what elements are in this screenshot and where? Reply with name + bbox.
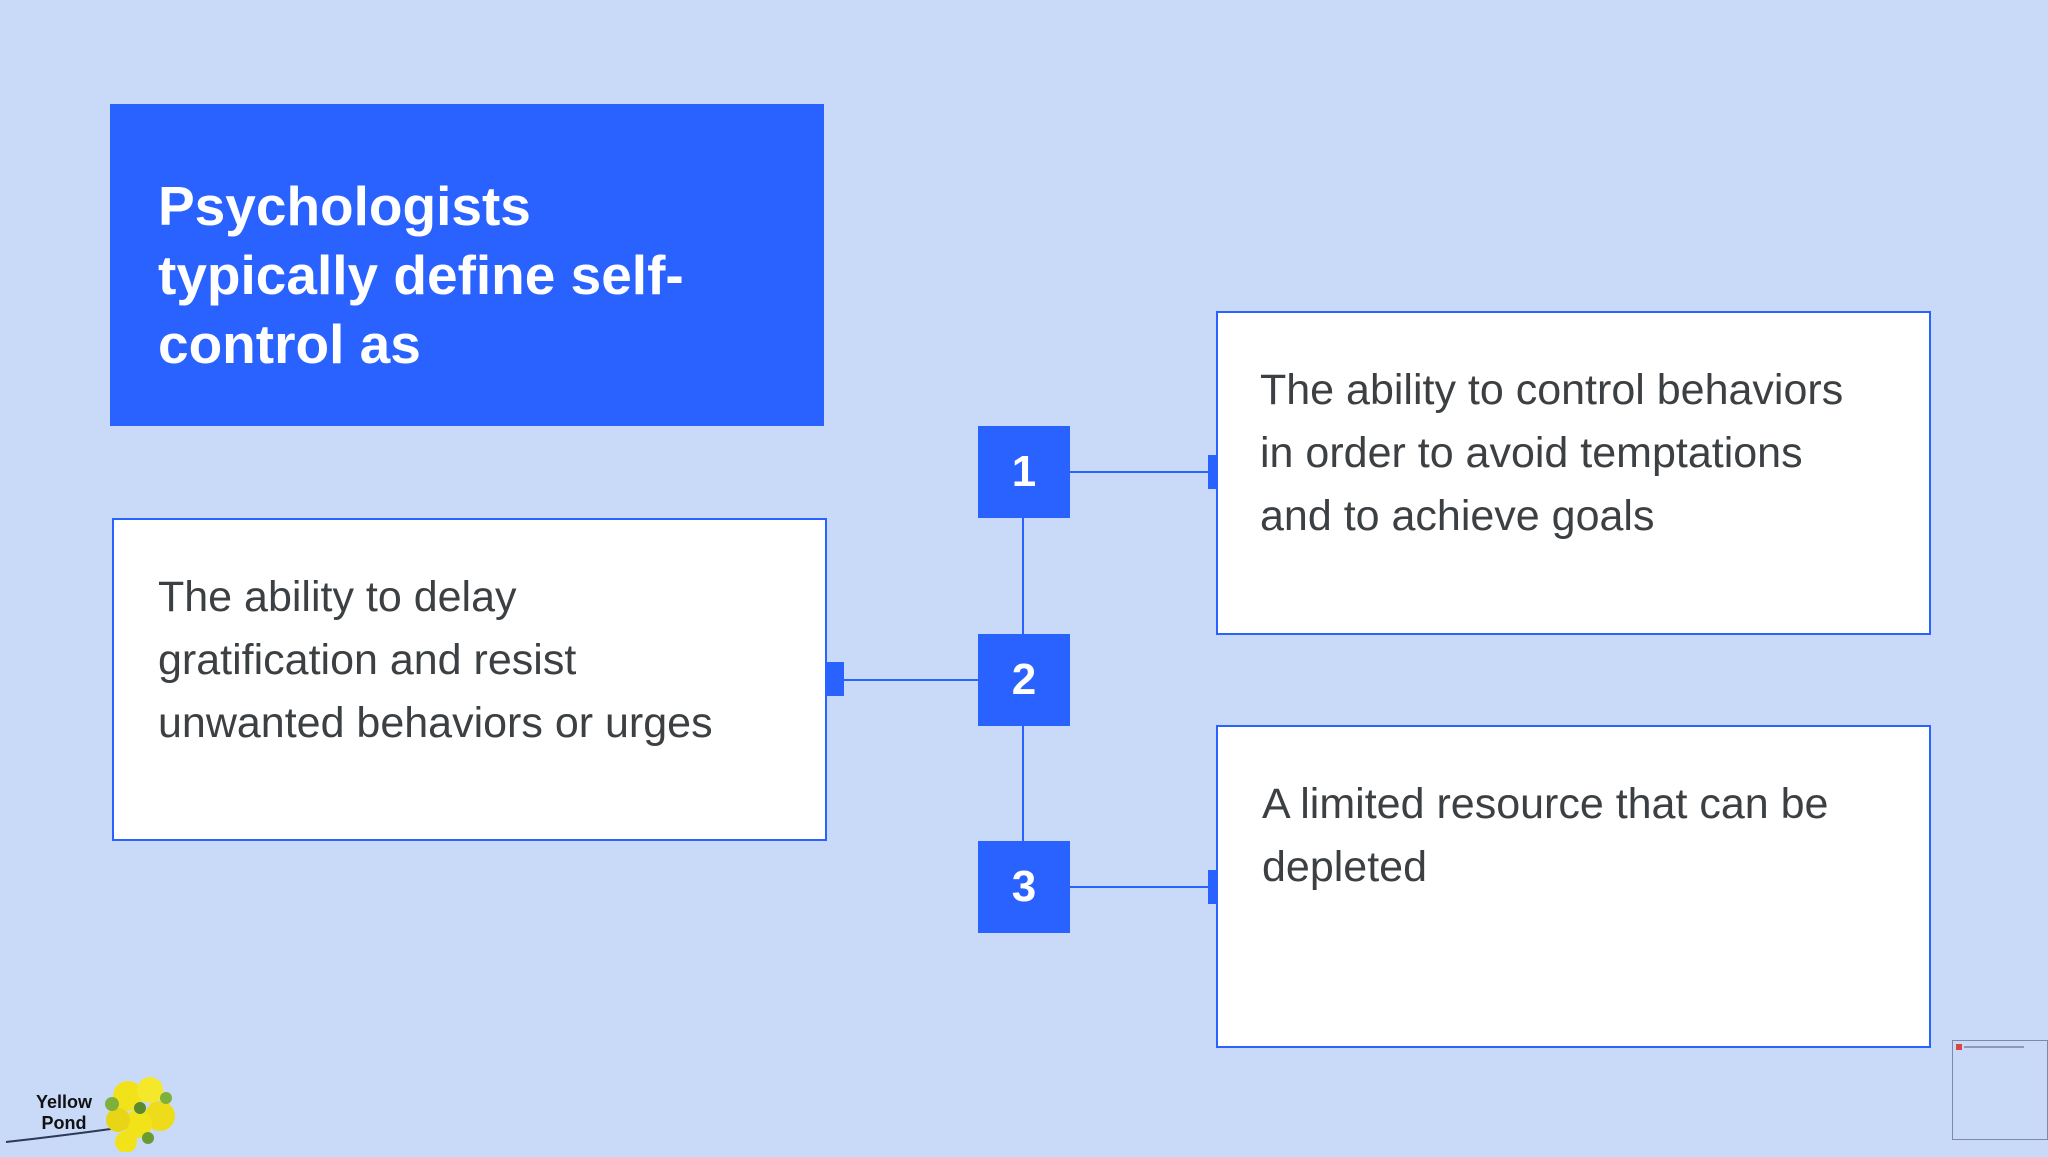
connector-line-1 bbox=[1070, 471, 1220, 473]
number-badge-1: 1 bbox=[978, 426, 1070, 518]
broken-image-thumbnail bbox=[1952, 1040, 2048, 1140]
flower-icon bbox=[5, 1077, 175, 1153]
number-badge-2: 2 bbox=[978, 634, 1070, 726]
slide-title: Psychologists typically define self-contr… bbox=[158, 172, 784, 379]
title-line: typically define self- bbox=[158, 244, 684, 306]
number-badge-3: 3 bbox=[978, 841, 1070, 933]
thumbnail-caption-line bbox=[1964, 1046, 2024, 1048]
title-line: Psychologists bbox=[158, 175, 531, 237]
title-box: Psychologists typically define self-contr… bbox=[110, 104, 824, 426]
connector-line-3 bbox=[1070, 886, 1220, 888]
broken-image-icon bbox=[1956, 1044, 1962, 1050]
title-line: control as bbox=[158, 313, 421, 375]
connector-line-2 bbox=[826, 679, 980, 681]
